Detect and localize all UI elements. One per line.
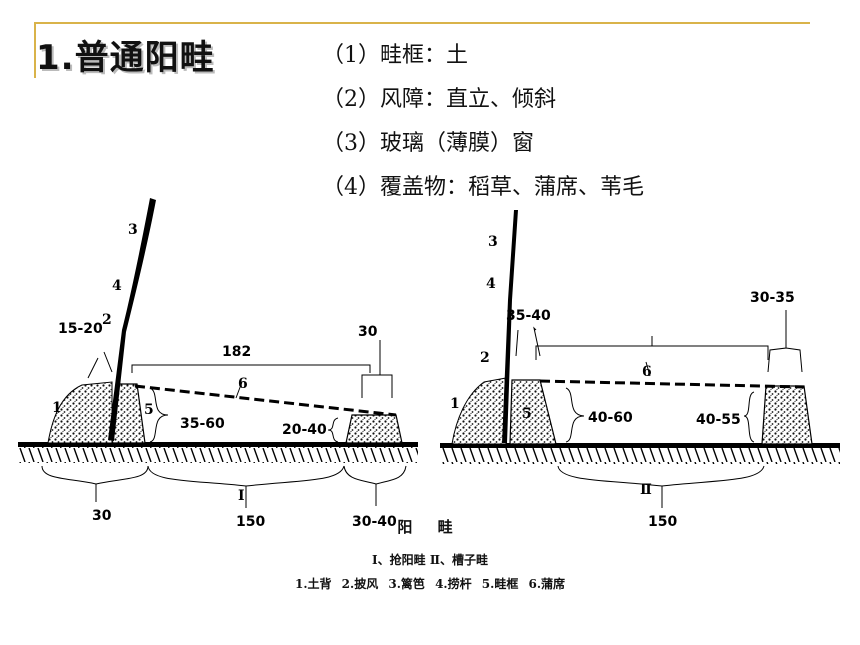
part-number: 6 bbox=[238, 376, 248, 392]
bullet-item: （2）风障：直立、倾斜 bbox=[322, 87, 556, 112]
part-number: 5 bbox=[144, 402, 154, 418]
slide-title: 1.普通阳畦 bbox=[36, 38, 215, 78]
back-frame-wall bbox=[509, 379, 557, 445]
front-height-bracket bbox=[743, 391, 755, 443]
dim-front-height: 20-40 bbox=[282, 422, 327, 438]
base-back-bracket bbox=[41, 465, 149, 485]
front-frame-wall bbox=[761, 385, 813, 445]
diagram-type-2: 3 4 2 1 5 6 Ⅱ 35-40 30-35 40-60 40-55 15… bbox=[440, 210, 840, 530]
header-accent-bar bbox=[34, 22, 36, 78]
dim-wall-top: 15-20 bbox=[58, 321, 103, 337]
part-number: 3 bbox=[128, 222, 138, 238]
figure-caption-legend: 1.土背 2.披风 3.篱笆 4.捞杆 5.畦框 6.蒲席 bbox=[294, 577, 566, 591]
dim-back-height: 40-60 bbox=[588, 410, 633, 426]
cover-leader bbox=[645, 361, 651, 377]
cover-mat-line bbox=[134, 384, 397, 417]
dim-front-top: 30 bbox=[358, 324, 378, 340]
bullet-item: （1）畦框：土 bbox=[322, 43, 468, 68]
figure-caption-types: Ⅰ、抢阳畦 Ⅱ、槽子畦 bbox=[372, 553, 488, 567]
width-bracket bbox=[535, 345, 769, 360]
part-number: 4 bbox=[486, 276, 496, 292]
dim-base-front: 30-40 bbox=[352, 514, 397, 530]
dim-wall-top: 35-40 bbox=[506, 308, 551, 324]
soil-back-mound bbox=[47, 381, 113, 444]
type-label: Ⅰ bbox=[238, 488, 245, 504]
cover-mat-line bbox=[539, 379, 805, 389]
dim-front-top: 30-35 bbox=[750, 290, 795, 306]
width-bracket bbox=[131, 364, 371, 373]
bullet-list: （1）畦框：土 （2）风障：直立、倾斜 （3）玻璃（薄膜）窗 （4）覆盖物：稻草… bbox=[322, 34, 644, 210]
base-width-bracket bbox=[557, 465, 765, 487]
header-rule bbox=[34, 22, 810, 24]
dim-back-height: 35-60 bbox=[180, 416, 225, 432]
soil-back-mound bbox=[451, 377, 507, 445]
figure-caption-title: 阳 畦 bbox=[397, 518, 463, 536]
wall-top-bracket bbox=[87, 351, 113, 379]
dim-base-width: 150 bbox=[648, 514, 677, 530]
part-number: 3 bbox=[488, 234, 498, 250]
ground-line bbox=[18, 442, 418, 447]
base-width-bracket bbox=[147, 465, 345, 487]
diagram-type-1: 3 4 2 1 5 6 Ⅰ 182 15-20 30 35-60 20-40 3… bbox=[18, 198, 418, 530]
part-number: 6 bbox=[642, 364, 652, 380]
ground-hatch bbox=[18, 447, 418, 463]
windbreak-pole bbox=[502, 210, 518, 443]
part-number: 5 bbox=[522, 406, 532, 422]
dim-base-back: 30 bbox=[92, 508, 112, 524]
bullet-item: （4）覆盖物：稻草、蒲席、苇毛 bbox=[322, 175, 644, 200]
front-top-bracket bbox=[767, 310, 803, 373]
dim-top-width: 182 bbox=[222, 344, 251, 360]
wall-top-bracket bbox=[515, 326, 541, 357]
part-number: 1 bbox=[52, 400, 62, 416]
ground-line bbox=[440, 443, 840, 448]
dim-base-width: 150 bbox=[236, 514, 265, 530]
cover-leader bbox=[235, 381, 243, 399]
dim-front-height: 40-55 bbox=[696, 412, 741, 428]
part-number: 2 bbox=[480, 350, 490, 366]
part-number: 1 bbox=[450, 396, 460, 412]
ground-hatch bbox=[440, 448, 840, 464]
back-height-bracket bbox=[565, 387, 585, 443]
front-top-bracket bbox=[361, 340, 393, 398]
windbreak-pole bbox=[108, 198, 156, 441]
base-front-bracket bbox=[343, 465, 407, 485]
part-number: 2 bbox=[102, 312, 112, 328]
front-frame-wall bbox=[345, 414, 403, 444]
type-label: Ⅱ bbox=[640, 482, 652, 498]
part-number: 4 bbox=[112, 278, 122, 294]
bullet-item: （3）玻璃（薄膜）窗 bbox=[322, 131, 534, 156]
back-height-bracket bbox=[149, 387, 169, 443]
front-height-bracket bbox=[327, 417, 339, 443]
